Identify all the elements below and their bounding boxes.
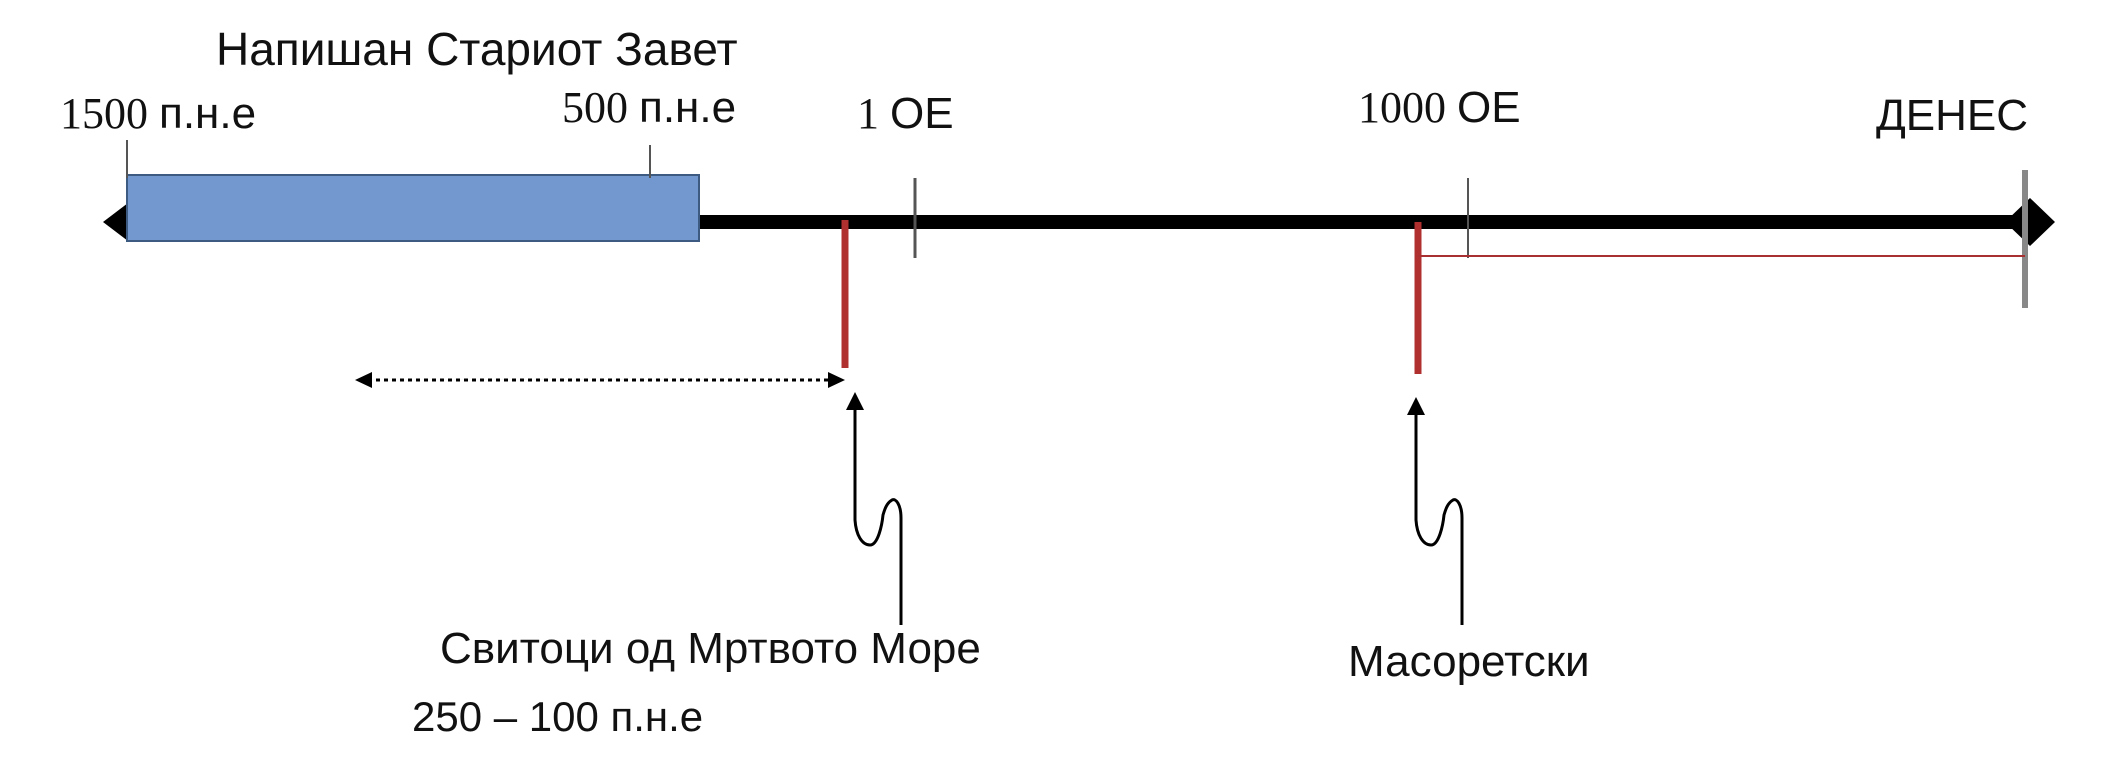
range-arrow-left-head (355, 372, 372, 388)
dead-sea-callout-arrow (853, 405, 903, 625)
label-1000-ce: 1000 ОЕ (1358, 86, 1521, 130)
label-1500-unit: п.н.е (159, 89, 257, 138)
label-1500-num: 1500 (60, 89, 148, 138)
label-1-num: 1 (857, 89, 879, 138)
dead-sea-scrolls-dates: 250 – 100 п.н.е (412, 693, 704, 740)
dead-sea-callout-arrowhead (846, 392, 864, 410)
masoretic-label: Масоретски (1348, 637, 1590, 686)
label-1-unit: ОЕ (890, 89, 954, 138)
label-500-num: 500 (562, 83, 628, 132)
label-500-bce: 500 п.н.е (562, 86, 736, 130)
range-arrow-right-head (828, 372, 845, 388)
label-1000-unit: ОЕ (1457, 83, 1521, 132)
dead-sea-scrolls-label: Свитоци од Мртвото Море (440, 624, 981, 673)
label-1500-bce: 1500 п.н.е (60, 92, 256, 136)
label-1000-num: 1000 (1358, 83, 1446, 132)
axis-right-arrowhead (2005, 198, 2055, 246)
label-today: ДЕНЕС (1876, 91, 2029, 140)
masoretic-callout-arrowhead (1407, 397, 1425, 415)
label-500-unit: п.н.е (639, 83, 737, 132)
axis-left-arrowhead (103, 203, 128, 241)
old-testament-title: Напишан Стариот Завет (216, 23, 738, 75)
masoretic-callout-arrow (1414, 410, 1464, 625)
old-testament-period-bar (126, 174, 700, 242)
label-1-ce: 1 ОЕ (857, 92, 954, 136)
